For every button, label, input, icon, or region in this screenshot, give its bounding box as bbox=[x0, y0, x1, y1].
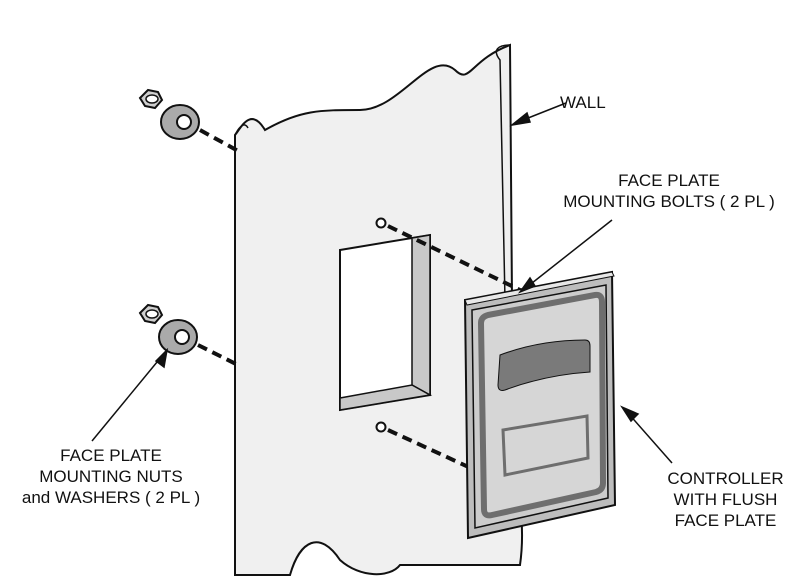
nut-washer-upper bbox=[138, 88, 200, 140]
bolt-hole-lower bbox=[375, 421, 387, 433]
wall-cutout bbox=[339, 233, 433, 412]
controller-label-line-2: WITH FLUSH bbox=[673, 490, 778, 509]
keypad-panel bbox=[501, 414, 590, 477]
display-window bbox=[497, 339, 591, 391]
nut-path-upper bbox=[199, 128, 241, 154]
nut-path-lower bbox=[197, 343, 239, 367]
leader-arrows bbox=[91, 102, 673, 464]
bolt-path-upper bbox=[387, 224, 521, 292]
nuts-label-line-2: MOUNTING NUTS bbox=[39, 467, 183, 486]
controller-label-line-3: FACE PLATE bbox=[674, 511, 777, 530]
bolts-label-line-1: FACE PLATE bbox=[618, 171, 720, 190]
bolts-label-line-2: MOUNTING BOLTS ( 2 PL ) bbox=[563, 192, 775, 211]
bolts-label: FACE PLATE MOUNTING BOLTS ( 2 PL ) bbox=[538, 170, 799, 212]
nuts-label-line-1: FACE PLATE bbox=[60, 446, 162, 465]
wall-label: WALL bbox=[560, 92, 606, 113]
nuts-label: FACE PLATE MOUNTING NUTS and WASHERS ( 2… bbox=[0, 445, 222, 508]
wall-label-text: WALL bbox=[560, 93, 606, 112]
controller-face-plate bbox=[463, 270, 617, 540]
controller-label-line-1: CONTROLLER bbox=[667, 469, 784, 488]
nuts-label-line-3: and WASHERS ( 2 PL ) bbox=[21, 488, 201, 507]
nut-washer-lower bbox=[138, 303, 198, 355]
controller-label: CONTROLLER WITH FLUSH FACE PLATE bbox=[652, 468, 799, 531]
bolt-hole-upper bbox=[375, 217, 387, 229]
